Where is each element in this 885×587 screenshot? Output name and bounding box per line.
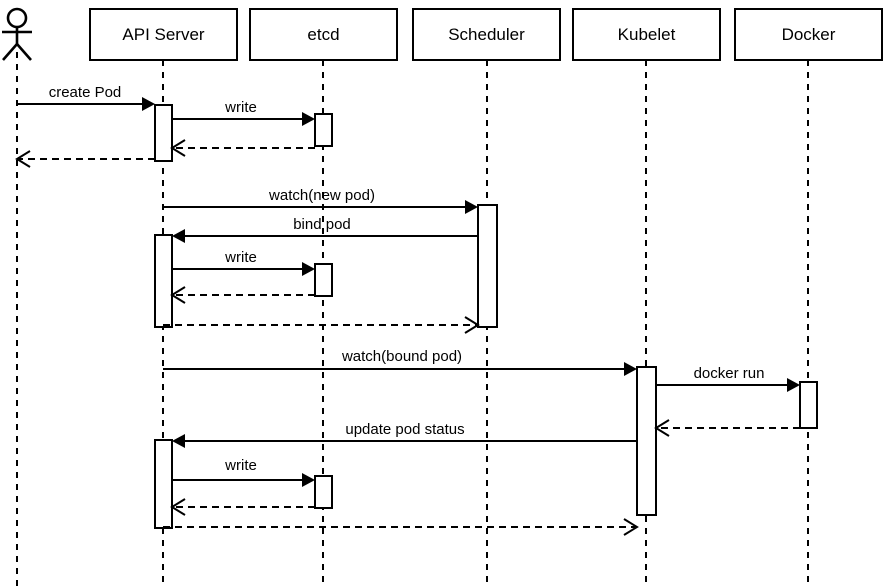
participant-boxes-layer: API Server etcd Scheduler Kubelet Docker [89, 8, 883, 61]
activation-bar-apiserver[interactable] [154, 234, 173, 328]
participant-box-rect-apiserver [89, 8, 238, 61]
actor-leg-left [2, 43, 18, 61]
activation-bar-docker[interactable] [799, 381, 818, 429]
activation-bar-etcd[interactable] [314, 263, 333, 297]
participant-box-apiserver[interactable]: API Server [89, 8, 238, 61]
participant-box-rect-etcd [249, 8, 398, 61]
activation-bars-layer [154, 104, 818, 529]
actor-figure[interactable] [2, 7, 32, 61]
message-arrowhead-msg-api-return-actor [15, 150, 31, 168]
message-arrowhead-msg-write-3 [302, 473, 315, 487]
message-msg-create-pod[interactable]: create Pod [17, 84, 155, 111]
participant-box-etcd[interactable]: etcd [249, 8, 398, 61]
message-msg-docker-return[interactable] [654, 419, 800, 437]
messages-layer: create Pod write watch(new pod) bind pod wri… [15, 84, 800, 536]
lifelines-layer [16, 52, 809, 587]
message-label-msg-docker-run: docker run [694, 365, 765, 382]
participant-box-rect-docker [734, 8, 883, 61]
participant-box-scheduler[interactable]: Scheduler [412, 8, 561, 61]
message-arrowhead-msg-watch-new-pod [465, 200, 478, 214]
activation-bar-kubelet[interactable] [636, 366, 657, 516]
message-label-msg-bind-pod: bind pod [293, 216, 351, 233]
message-arrowhead-msg-watch-bound-pod [624, 362, 637, 376]
message-label-msg-update-pod-status: update pod status [345, 421, 464, 438]
message-arrowhead-msg-etcd-return-2 [170, 286, 186, 304]
message-msg-etcd-return-3[interactable] [170, 498, 315, 516]
message-msg-watch-new-pod[interactable]: watch(new pod) [163, 187, 478, 214]
message-arrowhead-msg-create-pod [142, 97, 155, 111]
participant-box-docker[interactable]: Docker [734, 8, 883, 61]
participant-box-rect-scheduler [412, 8, 561, 61]
message-arrowhead-msg-docker-return [654, 419, 670, 437]
participant-label-scheduler: Scheduler [448, 25, 525, 44]
participant-label-etcd: etcd [307, 25, 339, 44]
activation-bar-etcd[interactable] [314, 475, 333, 509]
activation-bar-etcd[interactable] [314, 113, 333, 147]
activation-bar-apiserver[interactable] [154, 104, 173, 162]
actor-figure-layer [2, 7, 32, 61]
activation-bar-scheduler[interactable] [477, 204, 498, 328]
message-label-msg-watch-new-pod: watch(new pod) [268, 187, 375, 204]
participant-label-docker: Docker [782, 25, 836, 44]
message-msg-update-pod-status[interactable]: update pod status [172, 421, 637, 448]
actor-head [6, 7, 28, 29]
message-msg-etcd-return-2[interactable] [170, 286, 315, 304]
message-msg-api-return-kubelet[interactable] [163, 518, 639, 536]
message-msg-api-return-scheduler[interactable] [163, 316, 480, 334]
message-msg-watch-bound-pod[interactable]: watch(bound pod) [163, 348, 637, 376]
message-msg-api-return-actor[interactable] [15, 150, 155, 168]
participant-label-kubelet: Kubelet [618, 25, 676, 44]
message-msg-docker-run[interactable]: docker run [656, 365, 800, 392]
message-arrowhead-msg-write-2 [302, 262, 315, 276]
message-msg-write-1[interactable]: write [172, 99, 315, 126]
actor-leg-right [16, 43, 32, 61]
participant-box-kubelet[interactable]: Kubelet [572, 8, 721, 61]
message-arrowhead-msg-etcd-return-1 [170, 139, 186, 157]
message-arrowhead-msg-api-return-scheduler [464, 316, 480, 334]
message-label-msg-create-pod: create Pod [49, 84, 122, 101]
message-arrowhead-msg-etcd-return-3 [170, 498, 186, 516]
message-msg-bind-pod[interactable]: bind pod [172, 216, 478, 243]
message-arrowhead-msg-bind-pod [172, 229, 185, 243]
participant-box-rect-kubelet [572, 8, 721, 61]
activation-bar-apiserver[interactable] [154, 439, 173, 529]
message-label-msg-write-2: write [224, 249, 257, 266]
message-label-msg-watch-bound-pod: watch(bound pod) [341, 348, 462, 365]
message-arrowhead-msg-api-return-kubelet [623, 518, 639, 536]
message-arrowhead-msg-docker-run [787, 378, 800, 392]
message-label-msg-write-3: write [224, 457, 257, 474]
message-msg-write-3[interactable]: write [172, 457, 315, 487]
participant-label-apiserver: API Server [122, 25, 205, 44]
message-label-msg-write-1: write [224, 99, 257, 116]
message-arrowhead-msg-write-1 [302, 112, 315, 126]
message-msg-write-2[interactable]: write [172, 249, 315, 276]
message-msg-etcd-return-1[interactable] [170, 139, 315, 157]
message-arrowhead-msg-update-pod-status [172, 434, 185, 448]
